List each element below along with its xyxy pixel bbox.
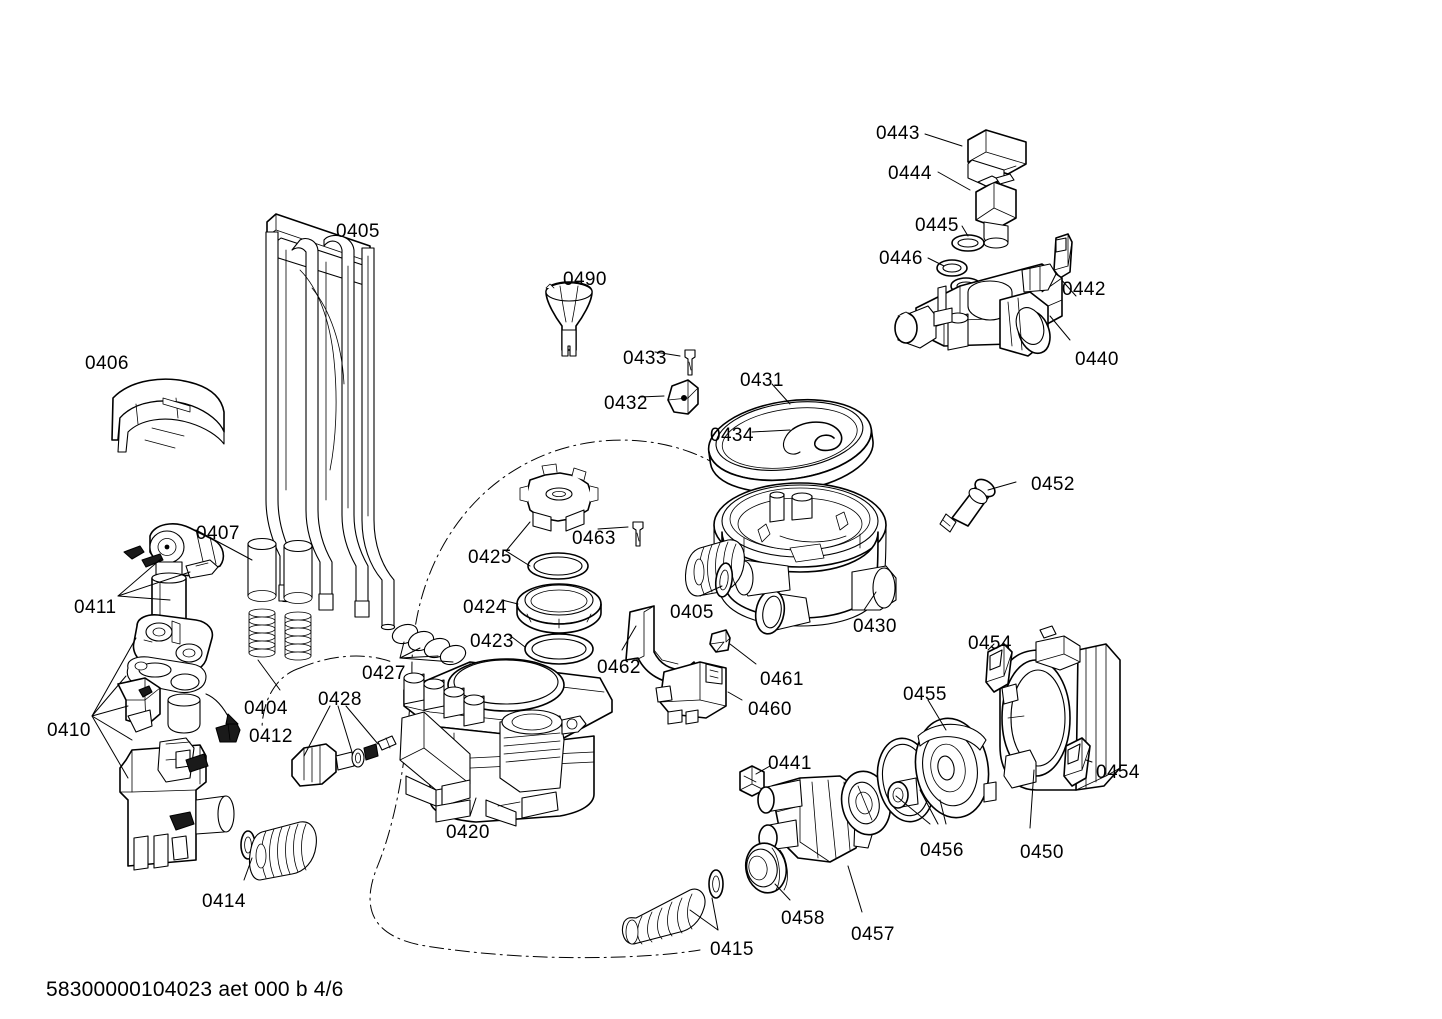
document-footer: 58300000104023 aet 000 b 4/6: [46, 978, 344, 1001]
callout-spring-pack: 0404: [244, 698, 288, 719]
circulation-pump-motor-graphic: [985, 625, 1121, 829]
callout-gasket-ring: 0445: [915, 215, 959, 236]
callout-filter-cover: 0431: [740, 370, 784, 391]
callout-heater-pipe-assembly: 0405: [336, 221, 380, 242]
callout-hose-long: 0415: [710, 939, 754, 960]
spring-clip-upper-graphic: [985, 643, 1013, 693]
screw-and-bracket-graphic: [639, 349, 699, 415]
cover-trim-graphic: [111, 378, 225, 453]
callout-o-ring-pack: 0427: [362, 663, 406, 684]
callout-retaining-clip: 0442: [1062, 279, 1106, 300]
spring-clip-lower-graphic: [1063, 737, 1093, 787]
callout-screw: 0433: [623, 348, 667, 369]
impeller-stack-graphic: [840, 699, 997, 836]
corrugated-hose-graphic: [684, 539, 745, 598]
callout-flow-meter-group: 0411: [74, 597, 117, 618]
callout-valve-actuator: 0444: [888, 163, 932, 184]
callout-retaining-nut: 0424: [463, 597, 507, 618]
clip-small-graphic: [709, 629, 757, 665]
callout-o-ring-set: 0446: [879, 248, 923, 269]
callout-sump: 0430: [853, 616, 897, 637]
callout-seal-ring-lower: 0423: [470, 631, 514, 652]
callout-pump-impeller: 0455: [903, 684, 947, 705]
spring-and-sleeve-graphic: [195, 529, 313, 691]
callout-filter-handle: 0434: [710, 425, 754, 446]
sump-graphic: [713, 482, 897, 635]
callout-hose-clip: 0407: [196, 523, 240, 544]
funnel-graphic: [545, 281, 593, 357]
retaining-clip-graphic: [1053, 233, 1077, 297]
callout-corrugated-hose: 0405: [670, 602, 714, 623]
callout-drain-hose-connector: 0458: [781, 908, 825, 929]
ntc-sensor-graphic: [655, 661, 743, 725]
callout-bracket: 0432: [604, 393, 648, 414]
callout-water-distributor: 0440: [1075, 349, 1119, 370]
hose-long-graphic: [621, 869, 724, 945]
callout-impeller-seal: 0456: [920, 840, 964, 861]
callout-hose-short: 0414: [202, 891, 246, 912]
callout-water-softener-tank: 0420: [446, 822, 490, 843]
dispenser-lid-graphic: [924, 129, 1027, 187]
callout-funnel: 0490: [563, 269, 607, 290]
nut-graphic: [739, 765, 771, 797]
sensor-screw-set-graphic: [291, 705, 397, 787]
callout-screw-small: 0463: [572, 528, 616, 549]
valve-actuator-graphic: [937, 171, 1017, 249]
callout-water-inlet-group: 0410: [47, 720, 91, 741]
damper-graphic: [939, 478, 1017, 533]
o-ring-pack-graphic: [391, 623, 467, 666]
callout-ntc-sensor: 0460: [748, 699, 792, 720]
filter-cover-graphic: [707, 383, 874, 493]
water-distributor-graphic: [894, 263, 1071, 357]
water-softener-tank-graphic: [399, 658, 613, 827]
callout-dispenser-lid: 0443: [876, 123, 920, 144]
callout-clip-small: 0461: [760, 669, 804, 690]
heater-pipe-assembly-graphic: [265, 213, 396, 631]
drain-pump-graphic: [621, 775, 877, 945]
callout-nut: 0441: [768, 753, 812, 774]
callout-spring-clip-lower: 0454: [1096, 762, 1140, 783]
water-inlet-group-graphic: [91, 614, 241, 871]
drain-hose-connector-graphic: [744, 842, 791, 901]
callout-sensor-screw-set: 0428: [318, 689, 362, 710]
callout-spring-clip-upper: 0454: [968, 633, 1012, 654]
toothed-cap-graphic: [519, 463, 599, 532]
callout-cover-trim: 0406: [85, 353, 129, 374]
callout-damper: 0452: [1031, 474, 1075, 495]
callout-drain-pump-housing: 0457: [851, 924, 895, 945]
callout-circulation-pump-motor: 0450: [1020, 842, 1064, 863]
callout-clip: 0412: [249, 726, 293, 747]
ring-stack-graphic: [501, 463, 644, 665]
callout-seal-ring-upper: 0425: [468, 547, 512, 568]
hose-short-graphic: [240, 821, 317, 881]
callout-deflector: 0462: [597, 657, 641, 678]
